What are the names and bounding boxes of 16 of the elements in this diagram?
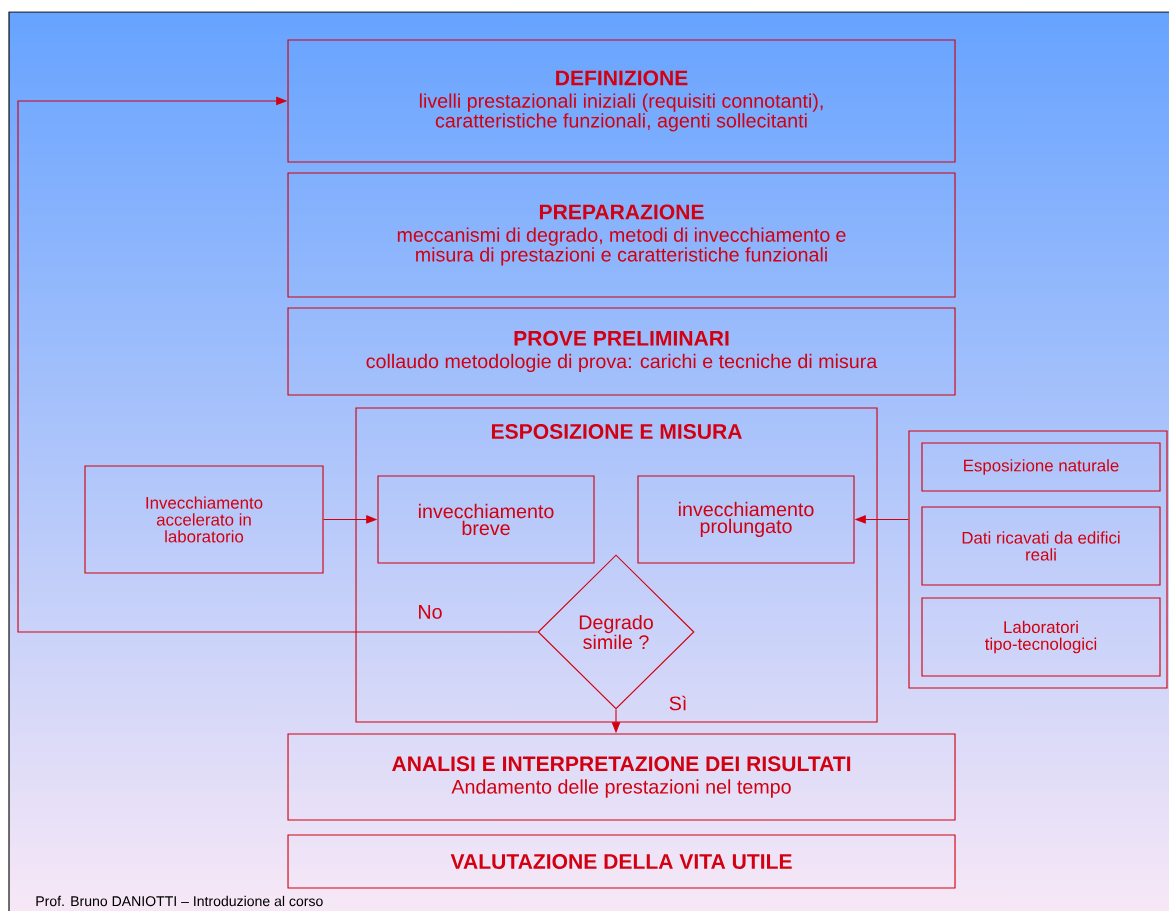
- process-box: VALUTAZIONE DELLA VITA UTILE: [287, 834, 956, 889]
- arrow: [17, 96, 538, 633]
- process-box: Laboratori tipo-tecnologici: [921, 597, 1161, 677]
- process-box: Esposizione naturale: [921, 442, 1161, 492]
- process-box: PROVE PRELIMINARI collaudo metodologie di prova: carichi e tecniche di misura: [287, 307, 956, 396]
- process-box: invecchiamento prolungato: [637, 475, 855, 564]
- process-box: ANALISI E INTERPRETAZIONE DEI RISULTATI Andamento delle prestazioni nel tempo: [287, 733, 956, 821]
- footer-text: Prof. Bruno DANIOTTI – Introduzione al corso: [36, 895, 323, 907]
- process-box: Invecchiamento accelerato in laboratorio: [84, 465, 324, 574]
- edge-label: No: [419, 605, 442, 619]
- process-box: invecchiamento breve: [377, 475, 595, 564]
- process-box: Dati ricavati da edifici reali: [921, 506, 1161, 586]
- process-box: PREPARAZIONE meccanismi di degrado, metodi di invecchiamento e misura di prestazioni e caratteristiche funzionali: [287, 172, 956, 298]
- edge-label: Sì: [669, 695, 686, 711]
- process-box: DEFINIZIONE livelli prestazionali iniziali (requisiti connotanti), caratteristiche funzionali, agenti sollecitanti: [287, 39, 956, 163]
- group-box: [908, 430, 1168, 689]
